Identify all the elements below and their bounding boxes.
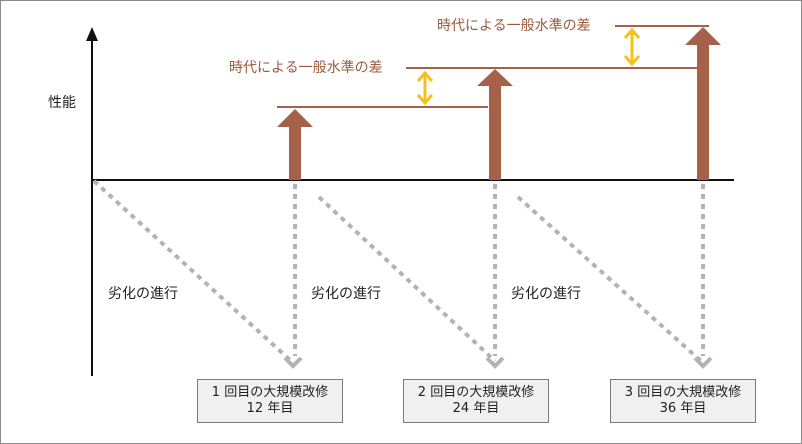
gap-label-2: 時代による一般水準の差 — [437, 18, 591, 34]
renovation-title: 2 回目の大規模改修 — [417, 385, 535, 400]
degradation-line-1 — [92, 179, 293, 363]
renovation-box-2: 2 回目の大規模改修 24 年目 — [403, 379, 549, 423]
degradation-arrowhead-1 — [283, 356, 303, 369]
degradation-label-3: 劣化の進行 — [511, 286, 581, 302]
y-axis-arrowhead — [86, 27, 98, 41]
degradation-label-1: 劣化の進行 — [108, 286, 178, 302]
renovation-year: 12 年目 — [246, 401, 294, 416]
degradation-arrowhead-3 — [693, 356, 713, 369]
gap-arrow-2 — [623, 27, 641, 67]
renovation-year: 24 年目 — [452, 401, 500, 416]
degradation-line-2 — [317, 195, 497, 363]
degradation-line-3 — [516, 195, 703, 363]
renovation-arrow-3 — [685, 27, 721, 180]
renovation-arrow-1 — [277, 109, 313, 180]
renovation-arrow-2 — [477, 69, 513, 180]
renovation-box-3: 3 回目の大規模改修 36 年目 — [610, 379, 756, 423]
degradation-arrowhead-2 — [485, 356, 505, 369]
gap-label-1: 時代による一般水準の差 — [229, 60, 383, 76]
degradation-label-2: 劣化の進行 — [311, 286, 381, 302]
y-axis-label: 性能 — [48, 95, 76, 111]
renovation-box-1: 1 回目の大規模改修 12 年目 — [197, 379, 343, 423]
renovation-title: 1 回目の大規模改修 — [211, 385, 329, 400]
renovation-year: 36 年目 — [659, 401, 707, 416]
renovation-title: 3 回目の大規模改修 — [624, 385, 742, 400]
gap-arrow-1 — [416, 70, 434, 106]
